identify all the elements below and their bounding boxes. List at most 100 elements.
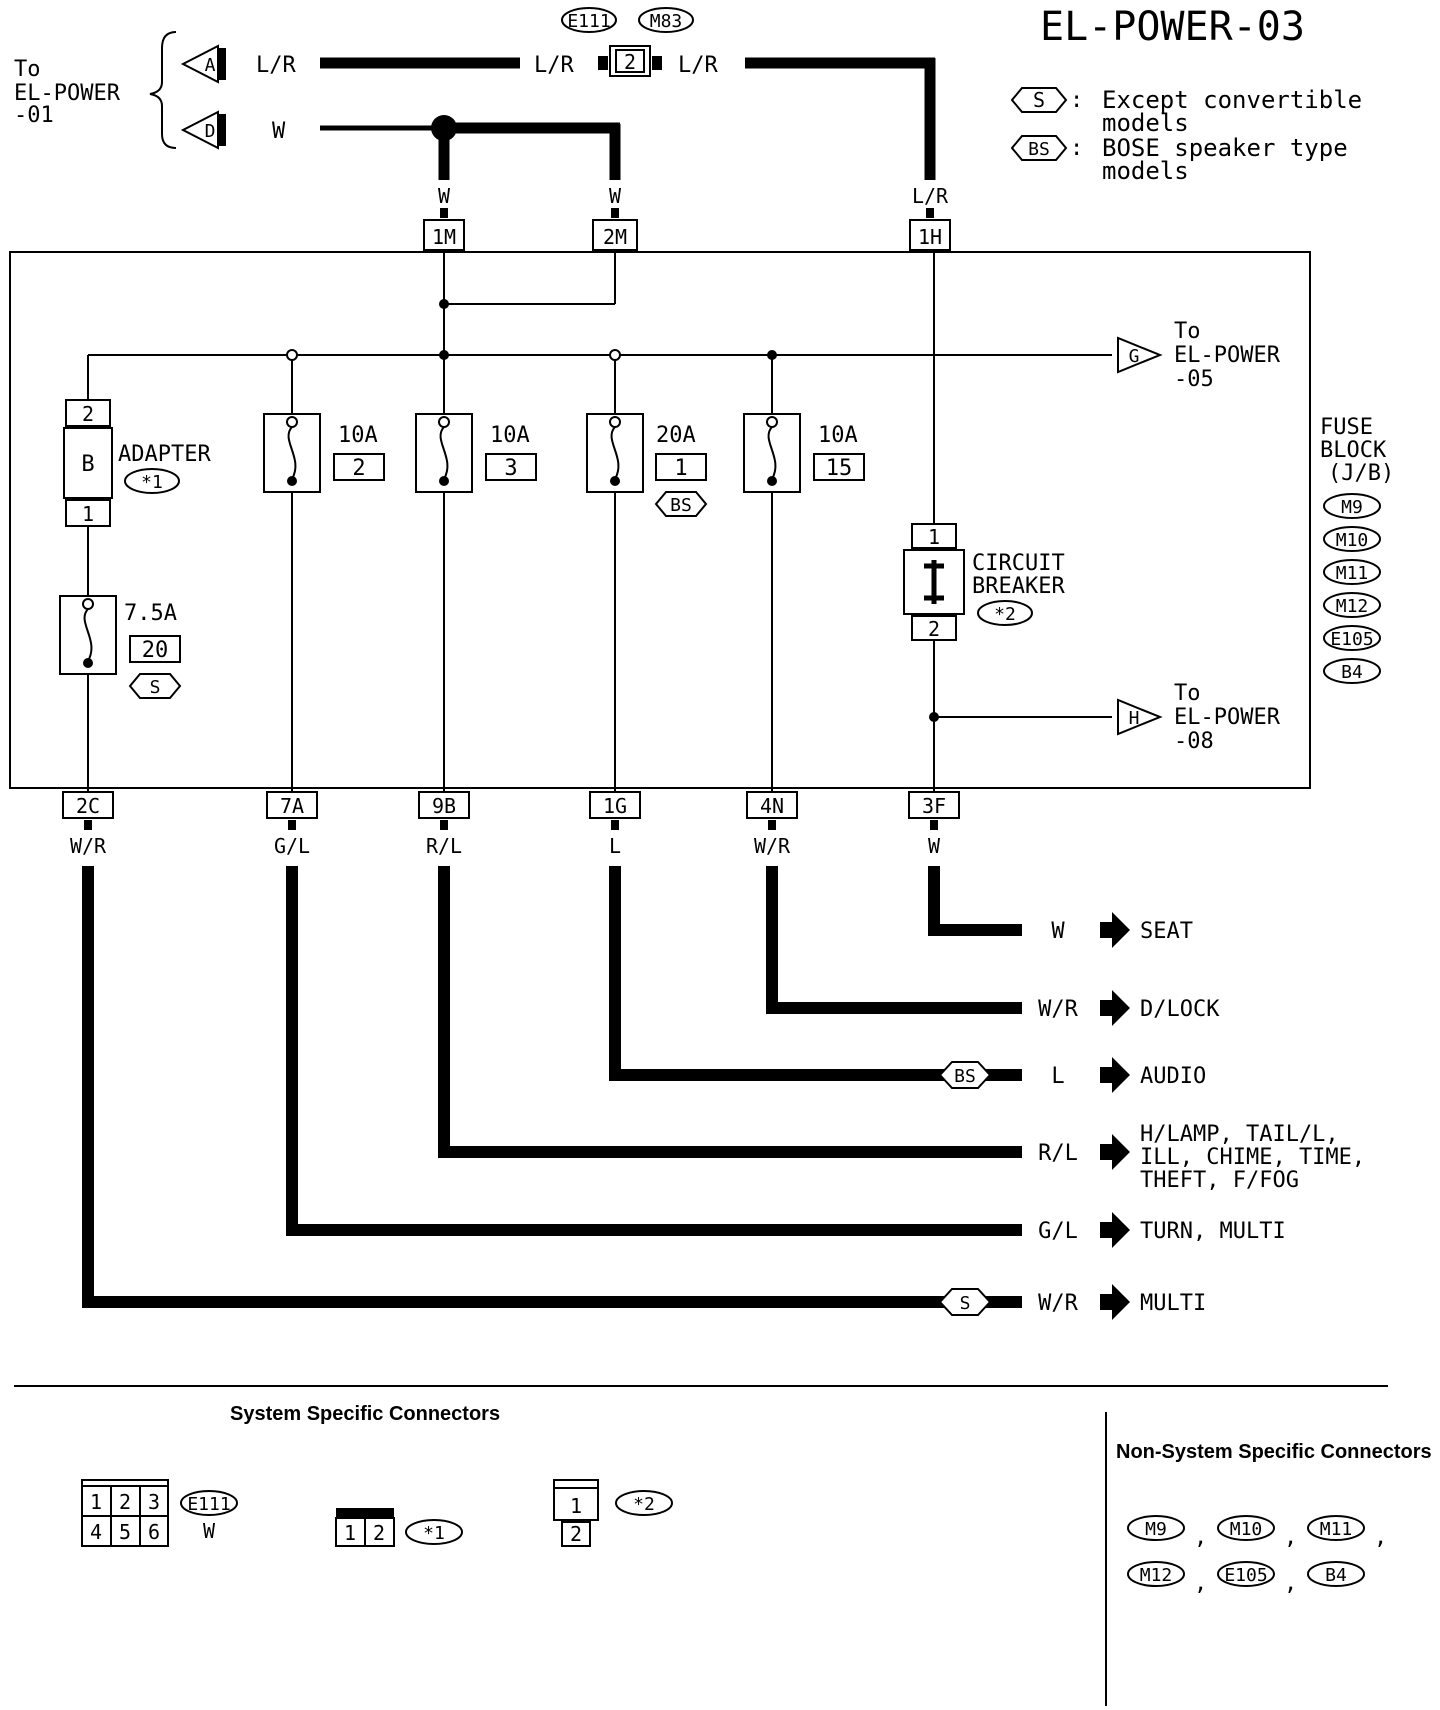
fb-conn-4-badge [1323,592,1381,618]
out-seat-arrow-icon [1100,912,1130,948]
breaker-face-outline [553,1479,599,1521]
fuse-3-num: 3 [504,456,517,481]
ns-sep-3: , [1374,1525,1387,1550]
bottom-pin-3f-box [908,791,960,819]
wire-a-label: L/R [256,53,296,78]
fuse-20-bottom [83,658,93,668]
e111-pin-5: 5 [119,1520,131,1544]
fb-conn-2-badge [1323,526,1381,552]
bottom-pin-7a-box [266,791,318,819]
node-7a [286,349,298,361]
ns-conn-m11: M11 [1320,1519,1353,1540]
breaker-pin2: 2 [928,617,940,641]
legend-bs-text2: models [1102,157,1189,185]
harness-audio-tag-hex [938,1061,992,1089]
bottom-pin-9b-box [418,791,470,819]
ns-conn-m10: M10 [1230,1519,1263,1540]
breaker-face-pin-1: 1 [570,1494,582,1518]
fuse-block-line2: BLOCK [1320,438,1387,463]
inline-stub-right [652,56,662,70]
out-dlock-dest: D/LOCK [1140,997,1220,1022]
ns-sep-4: , [1194,1571,1207,1596]
bottom-stub-9b [440,820,448,830]
ns-conn-b4: B4 [1325,1565,1347,1586]
harness-multi-tag: S [960,1293,971,1314]
bottom-wire-9b: R/L [426,834,462,858]
out-multi-arrow-icon [1100,1284,1130,1320]
harness-dlock [766,866,1022,1014]
bottom-stub-3f [930,820,938,830]
fb-conn-6: B4 [1341,662,1363,683]
harness-turn [286,866,1022,1236]
e111-name: E111 [187,1494,230,1515]
ns-conn-m9: M9 [1145,1519,1167,1540]
ref-g-line2: EL-POWER [1174,343,1281,368]
breaker-label2: BREAKER [972,574,1065,599]
inline-pin-outer [609,45,651,77]
e111-pin-4: 4 [90,1520,102,1544]
out-turn-wire: G/L [1038,1219,1078,1244]
out-dlock-arrow-icon [1100,990,1130,1026]
fb-conn-1: M9 [1341,497,1363,518]
breaker-label1: CIRCUIT [972,551,1065,576]
adapter-body [63,427,113,499]
node-h [929,712,939,722]
fb-conn-5: E105 [1330,629,1373,650]
harness-multi [82,866,1022,1308]
connectors-section: System Specific Connectors Non-System Sp… [14,1385,1432,1706]
bottom-pin-1g: 1G [603,794,627,818]
fuse-1-amps: 20A [656,423,696,448]
out-multi-dest: MULTI [1140,1291,1206,1316]
fuse-2-num: 2 [352,456,365,481]
connector-d-letter: D [205,121,216,142]
inline-wire-in: L/R [534,53,574,78]
fb-conn-6-badge [1323,658,1381,684]
breaker-pin1-box [911,523,957,549]
legend-colon-1: : [1070,88,1083,113]
out-multi-wire: W/R [1038,1291,1078,1316]
ref-g-letter: G [1129,346,1140,367]
fuse-1-top [609,416,621,428]
out-lamp-dest-3: THEFT, F/FOG [1140,1168,1299,1193]
fuse-20-element [83,608,93,662]
fb-conn-1-badge [1323,493,1381,519]
fuse-2-bottom [287,476,297,486]
harness-audio [609,866,1022,1081]
bottom-stub-2c [84,820,92,830]
bottom-wire-1g: L [609,834,621,858]
adapter-note: *1 [141,472,163,493]
top-pin-1h-wire: L/R [912,184,949,208]
top-pin-2m-stub [611,208,619,218]
bottom-wire-2c: W/R [70,834,107,858]
inline-stub-left [598,56,608,70]
inline-conn2-text: M83 [650,11,683,32]
adapter-note-badge [124,468,180,494]
legend: S : Except convertible models BS : BOSE … [1010,86,1362,185]
top-pin-1h-stub [926,208,934,218]
fuse-15-top [766,416,778,428]
out-audio-dest: AUDIO [1140,1064,1206,1089]
fuse-1-num: 1 [674,456,687,481]
fuse-3-element [439,426,449,480]
fuse-20-amps: 7.5A [124,601,177,626]
fuse-2-element [287,426,297,480]
bottom-pin-7a: 7A [280,794,304,818]
fuse-20-num-box [129,635,181,663]
e111-name-badge [180,1490,238,1516]
inline-conn2-badge [638,7,694,33]
bottom-pin-4n-box [746,791,798,819]
ref-h-line1: To [1174,681,1201,706]
splice-w [431,115,457,141]
ref-h-letter: H [1129,708,1140,729]
fuse-15-bottom [767,476,777,486]
e111-face-outline [81,1479,169,1547]
e111-pin-3: 3 [148,1490,160,1514]
bottom-pin-2c-box [62,791,114,819]
ref-g-arrow [1117,336,1163,374]
ns-sep-1: , [1194,1525,1207,1550]
connector-d-body [218,114,226,146]
fuse-3-bottom [439,476,449,486]
fuse-1-num-box [655,453,707,481]
breaker-note-badge [977,600,1033,626]
legend-s-tag-text: S [1033,88,1045,112]
